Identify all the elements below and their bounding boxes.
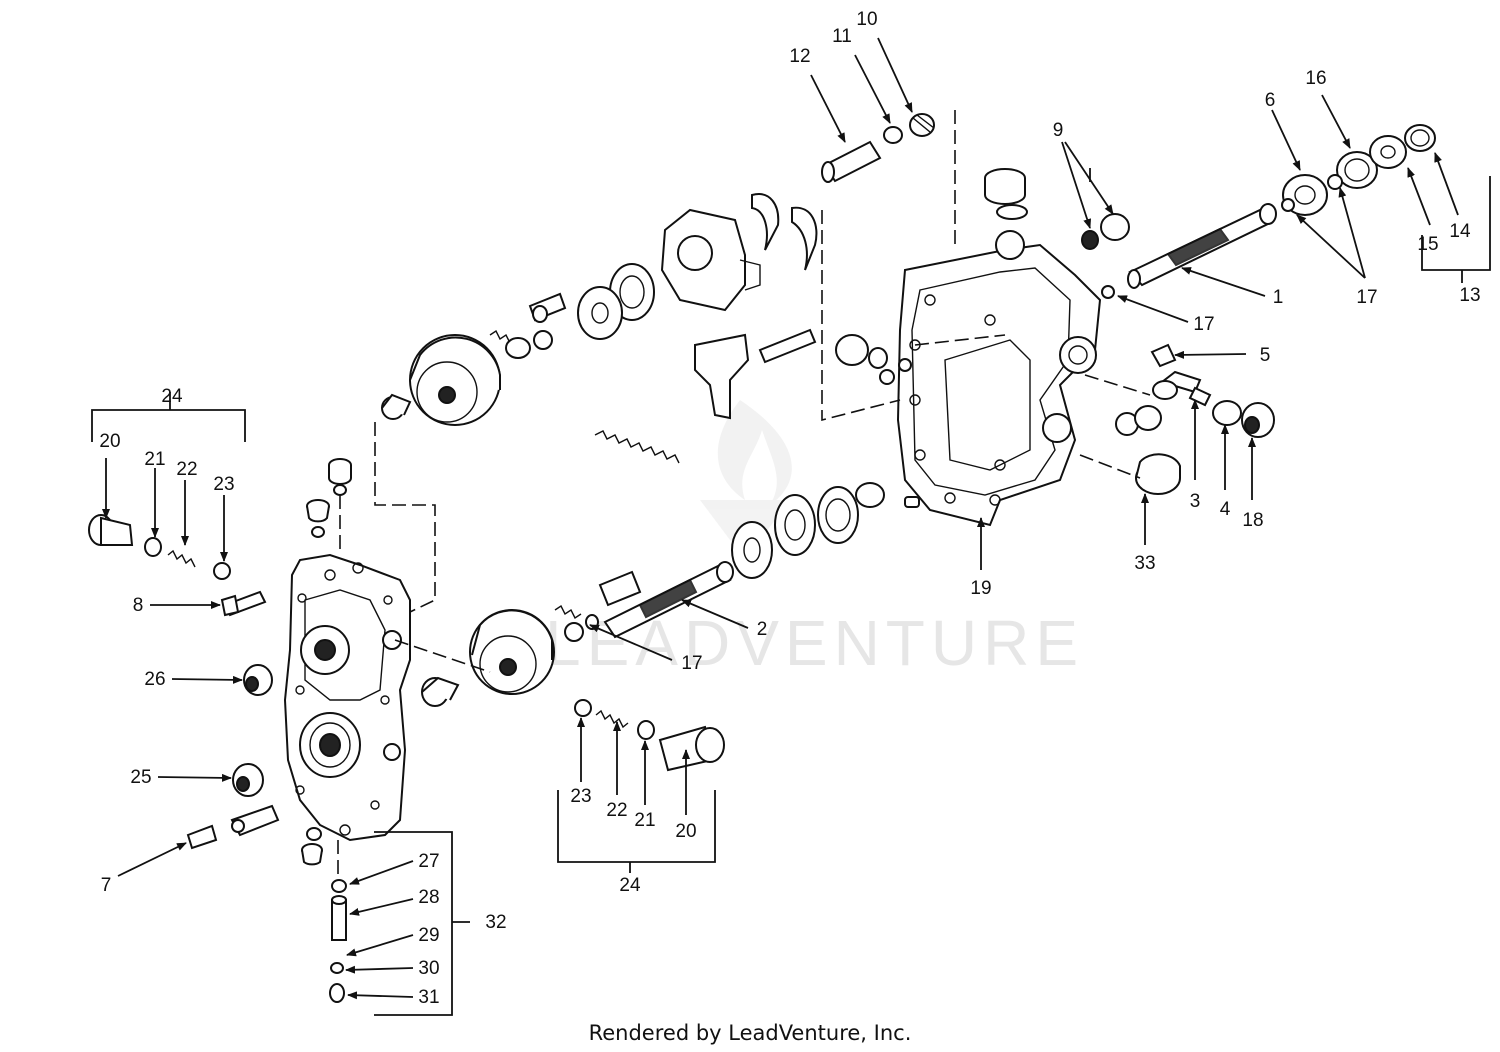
callout-19: 19: [970, 578, 991, 599]
trunnion-arm: [594, 328, 817, 464]
callout-12: 12: [789, 46, 810, 67]
callout-21-upper: 21: [144, 449, 165, 470]
callout-6: 6: [1265, 90, 1276, 111]
callout-20-lower: 20: [675, 821, 696, 842]
brackets: [91, 168, 1491, 1016]
callout-17-right: 17: [1356, 287, 1377, 308]
callout-15: 15: [1417, 234, 1438, 255]
seal-18: [1241, 402, 1275, 438]
callout-27: 27: [418, 851, 439, 872]
callout-8: 8: [133, 595, 144, 616]
bearing-6: [1281, 174, 1328, 216]
housing-plug-top: [984, 168, 1028, 220]
callout-23-lower: 23: [570, 786, 591, 807]
callout-23-upper: 23: [213, 474, 234, 495]
swashplate-block: [660, 208, 761, 312]
callout-17-lower: 17: [681, 653, 702, 674]
leader-lines: [102, 37, 1459, 1000]
callout-22-lower: 22: [606, 800, 627, 821]
relief-valve-upper-24: [88, 514, 231, 580]
seal-small-near-3: [1115, 405, 1162, 436]
callout-22-upper: 22: [176, 459, 197, 480]
callout-9: 9: [1053, 120, 1064, 141]
callout-10: 10: [856, 9, 877, 30]
callout-30: 30: [418, 958, 439, 979]
piston-lower: [554, 570, 642, 642]
plug-bottom-center: [301, 827, 323, 866]
callout-32: 32: [485, 912, 506, 933]
bushing-lower: [421, 676, 460, 707]
callout-25: 25: [130, 767, 151, 788]
thrust-bearing-lower: [731, 482, 885, 579]
control-shaft-3: [1152, 370, 1212, 407]
seal-15-14: [1369, 124, 1436, 169]
center-section: [283, 553, 411, 842]
lever-5: [1150, 343, 1177, 368]
callout-14: 14: [1449, 221, 1471, 242]
footer-credit: Rendered by LeadVenture, Inc.: [589, 1021, 912, 1045]
callout-26: 26: [144, 669, 165, 690]
callout-20-upper: 20: [99, 431, 120, 452]
callout-11: 11: [832, 26, 852, 47]
callout-24-upper: 24: [161, 386, 183, 407]
seal-25: [232, 763, 264, 797]
bushing-upper-left: [381, 393, 412, 420]
o-ring-17: [1101, 285, 1115, 299]
cylinder-block-lower: [469, 609, 555, 695]
springs-upper: [489, 292, 567, 359]
callout-28: 28: [418, 887, 439, 908]
callout-33: 33: [1134, 553, 1155, 574]
callout-16: 16: [1305, 68, 1326, 89]
small-rings-mid: [835, 334, 912, 385]
main-housing: [896, 230, 1102, 527]
plugs-top-center: [306, 458, 352, 538]
seal-9: [1081, 213, 1130, 250]
cap-33: [1135, 453, 1181, 495]
bushing-4: [1212, 400, 1242, 426]
callout-24-lower: 24: [619, 875, 641, 896]
callout-2: 2: [757, 619, 768, 640]
callout-7: 7: [101, 875, 112, 896]
cylinder-block-upper: [409, 334, 501, 426]
callout-labels: 10 11 12 9 6 16 1 17 17 15 14 13 5 3 4 1…: [99, 9, 1480, 1008]
bypass-valve-32: [329, 879, 347, 1003]
callout-29: 29: [418, 925, 439, 946]
input-shaft: [603, 561, 734, 639]
callout-17-upper: 17: [1193, 314, 1214, 335]
output-shaft: [1127, 203, 1277, 289]
callout-18: 18: [1242, 510, 1263, 531]
bolt-8: [220, 590, 267, 617]
relief-valve-lower-24: [574, 699, 725, 772]
seal-26: [243, 664, 273, 696]
callout-1: 1: [1273, 287, 1284, 308]
bolt-7-and-bracket: [186, 804, 280, 850]
thrust-bearing-upper: [577, 263, 655, 340]
washer-16: [1327, 151, 1378, 190]
cradle-bearings: [751, 193, 818, 271]
callout-13: 13: [1459, 285, 1480, 306]
callout-3: 3: [1190, 491, 1201, 512]
check-valve-10-11-12: [821, 113, 935, 183]
callout-31: 31: [418, 987, 439, 1008]
callout-4: 4: [1220, 499, 1231, 520]
callout-5: 5: [1260, 345, 1271, 366]
assembly-lines: [337, 110, 1151, 880]
callout-21-lower: 21: [634, 810, 655, 831]
